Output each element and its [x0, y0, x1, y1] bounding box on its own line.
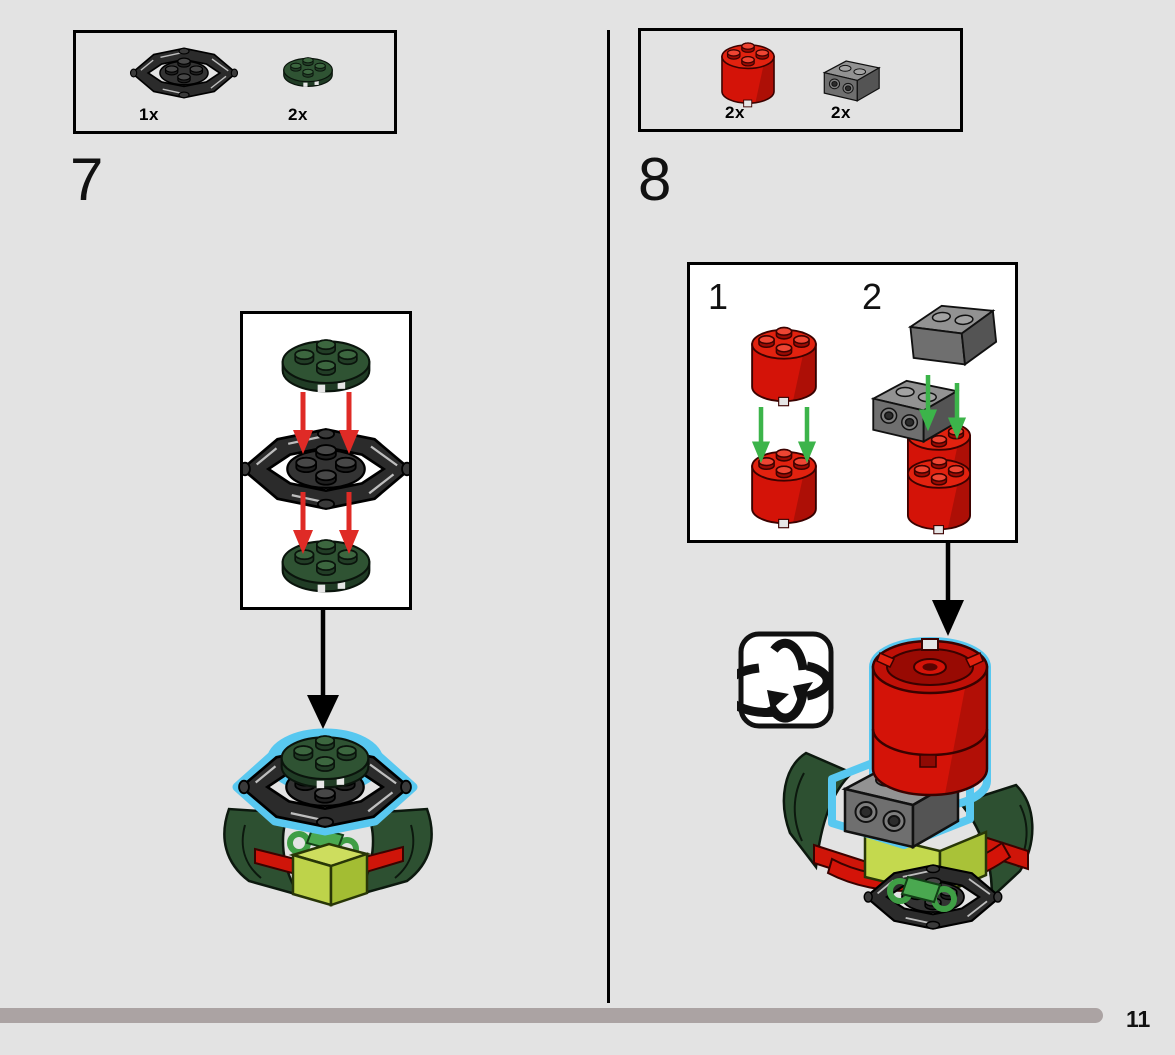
rotate-model-icon — [737, 631, 834, 729]
substep1-number: 1 — [708, 276, 729, 317]
step8-number: 8 — [638, 146, 672, 213]
column-divider — [607, 30, 610, 1003]
part-round-plate-green-icon — [280, 53, 336, 88]
step7-placement-arrow — [307, 607, 339, 729]
step8-placement-arrow — [932, 540, 964, 636]
part-count: 2x — [288, 105, 308, 124]
substep2-number: 2 — [862, 276, 883, 317]
part-octagonal-bar-plate-icon — [128, 45, 240, 101]
step7-model — [223, 728, 433, 907]
progress-bar — [0, 1008, 1103, 1023]
part-round-brick-red-icon — [717, 39, 779, 109]
part-count: 2x — [725, 103, 745, 122]
step7-detail-box — [240, 311, 412, 610]
step7-assembly-diagram — [243, 339, 409, 594]
step7-number: 7 — [70, 146, 104, 213]
step8-model — [782, 637, 1034, 930]
page-number: 11 — [1126, 1006, 1151, 1032]
step7-parts-box: 1x 2x — [73, 30, 397, 134]
part-count: 1x — [139, 105, 159, 124]
step8-parts-box: 2x 2x — [638, 28, 963, 132]
part-brick-side-studs-icon — [817, 53, 885, 106]
step8-substep-diagram — [690, 299, 1000, 535]
part-count: 2x — [831, 103, 851, 122]
step8-substep-box: 1 2 — [687, 262, 1018, 543]
